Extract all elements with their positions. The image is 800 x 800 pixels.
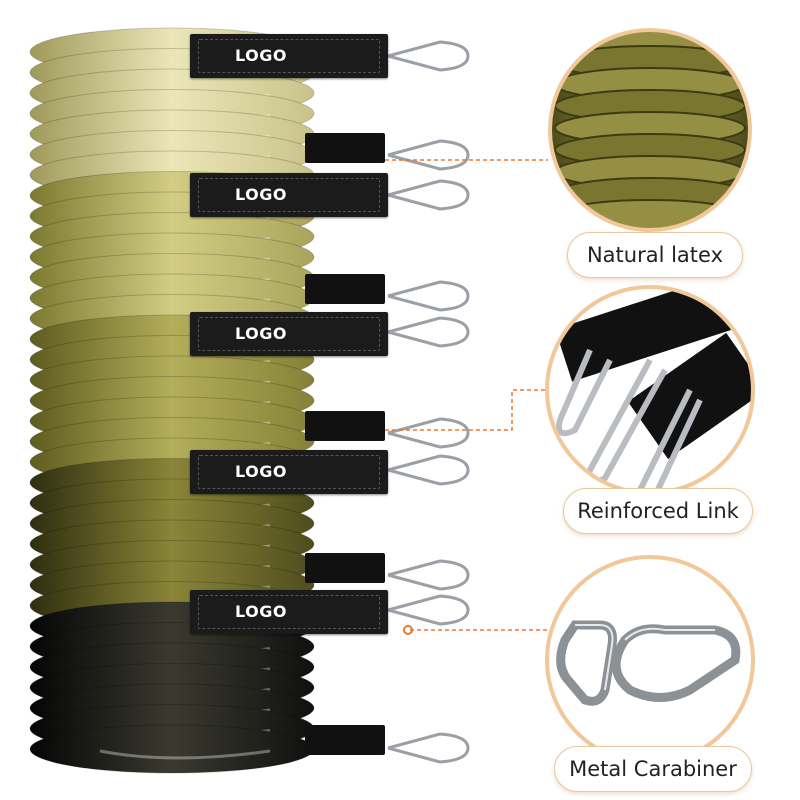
coil-ring bbox=[29, 724, 315, 774]
carabiner-hook bbox=[387, 594, 470, 626]
logo-tag: LOGO bbox=[190, 34, 388, 78]
logo-tag-label: LOGO bbox=[235, 185, 287, 204]
metal-carabiner-zoom bbox=[545, 555, 755, 765]
natural-latex-zoom bbox=[548, 28, 752, 232]
logo-tag-label: LOGO bbox=[235, 46, 287, 65]
logo-tag: LOGO bbox=[190, 173, 388, 217]
carabiner-hook bbox=[387, 732, 470, 764]
carabiner-hooks bbox=[387, 40, 470, 764]
coil-highlight bbox=[99, 749, 271, 760]
callout-natural-latex: Natural latex bbox=[567, 232, 743, 278]
callout-metal-carabiner: Metal Carabiner bbox=[554, 746, 752, 792]
logo-tag-label: LOGO bbox=[235, 602, 287, 621]
logo-tag: LOGO bbox=[190, 590, 388, 634]
carabiner-hook bbox=[387, 316, 470, 348]
carabiner-hook bbox=[387, 139, 470, 171]
reinforced-link-zoom bbox=[545, 285, 755, 495]
carabiner-hook bbox=[387, 40, 470, 72]
carabiner-hook bbox=[387, 417, 470, 449]
logo-tag: LOGO bbox=[190, 312, 388, 356]
carabiner-hook bbox=[387, 454, 470, 486]
carabiner-hook bbox=[387, 179, 470, 211]
carabiner-hook bbox=[387, 280, 470, 312]
resistance-band-coils bbox=[29, 27, 315, 774]
callout-reinforced-link: Reinforced Link bbox=[563, 488, 753, 534]
carabiner-hook bbox=[387, 559, 470, 591]
logo-tag-label: LOGO bbox=[235, 324, 287, 343]
logo-tag-label: LOGO bbox=[235, 462, 287, 481]
logo-tag: LOGO bbox=[190, 450, 388, 494]
